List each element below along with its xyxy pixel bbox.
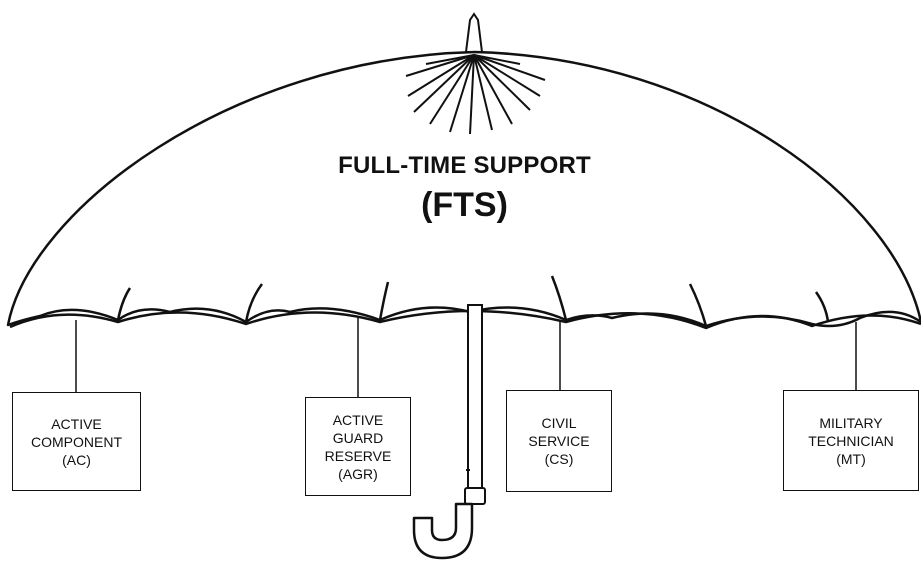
diagram-acronym: (FTS) — [421, 186, 508, 224]
box-line: RESERVE — [324, 447, 392, 464]
box-line: (MT) — [836, 450, 866, 467]
box-line: (AGR) — [338, 465, 378, 482]
umbrella-tip — [464, 12, 484, 53]
box-active-component: ACTIVE COMPONENT (AC) — [12, 392, 141, 491]
box-active-guard-reserve: ACTIVE GUARD RESERVE (AGR) — [305, 397, 411, 496]
umbrella-handle — [412, 502, 474, 560]
box-civil-service: CIVIL SERVICE (CS) — [506, 390, 612, 492]
hanging-strings — [75, 318, 857, 398]
canopy-rib-tips — [116, 275, 830, 327]
box-line: COMPONENT — [31, 433, 122, 450]
box-line: ACTIVE — [51, 415, 102, 432]
box-line: GUARD — [332, 429, 384, 446]
box-line: (CS) — [544, 451, 574, 467]
box-line: ACTIVE — [332, 411, 384, 428]
diagram-title: FULL-TIME SUPPORT — [338, 152, 591, 179]
box-line: SERVICE — [528, 433, 590, 449]
box-line: CIVIL — [541, 415, 577, 431]
umbrella-shaft — [464, 304, 486, 505]
box-line: TECHNICIAN — [808, 432, 894, 449]
canopy-top-rays — [405, 54, 546, 135]
box-line: (AC) — [62, 451, 91, 468]
box-line: MILITARY — [819, 414, 883, 431]
box-military-technician: MILITARY TECHNICIAN (MT) — [783, 390, 919, 491]
